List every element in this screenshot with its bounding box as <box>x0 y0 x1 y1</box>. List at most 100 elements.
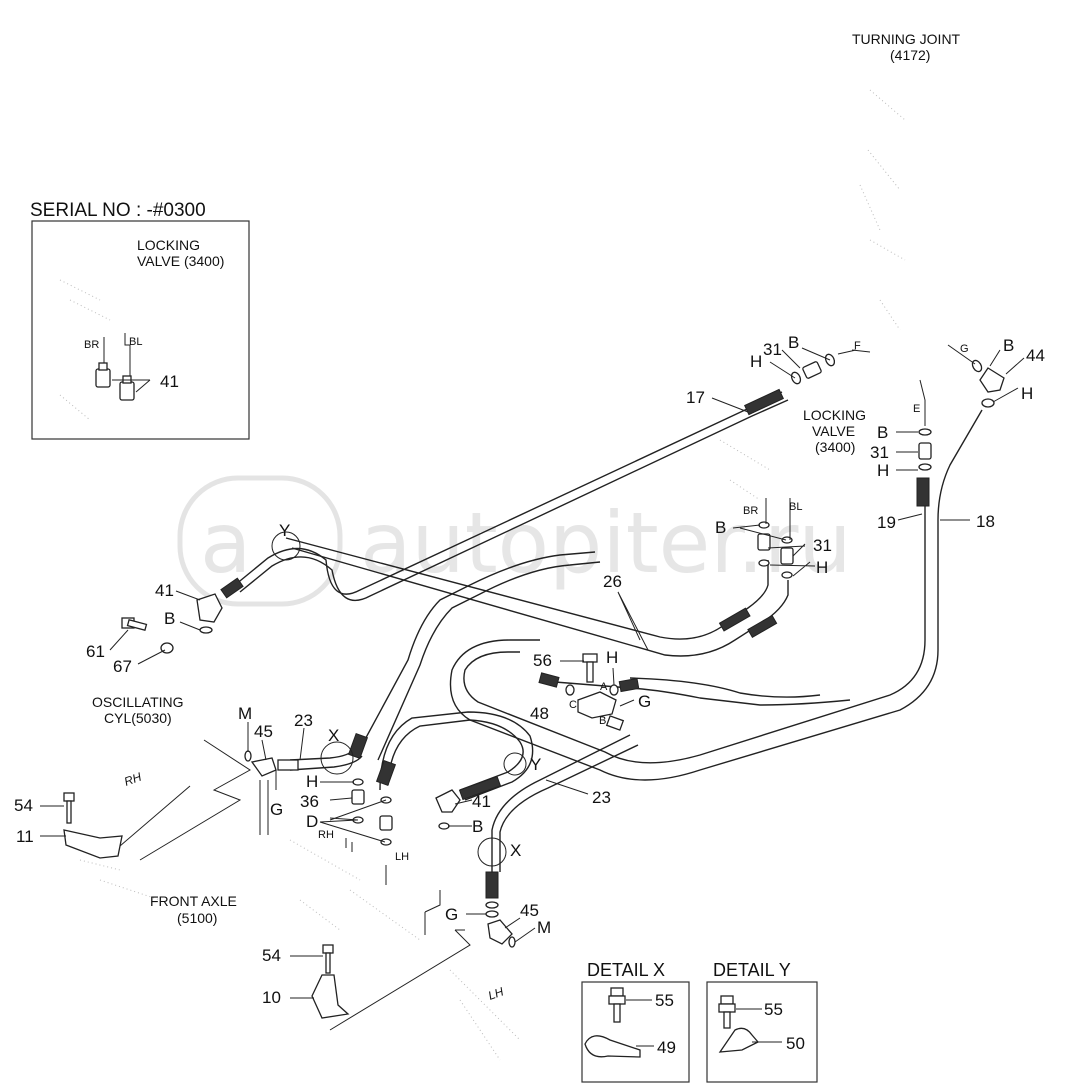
callout-h-mid: H <box>816 558 828 577</box>
callout-41-left: 41 <box>155 581 174 600</box>
callout-h-top: H <box>750 352 762 371</box>
callout-54-top: 54 <box>14 796 33 815</box>
callout-23-right: 23 <box>592 788 611 807</box>
callout-23-left: 23 <box>294 711 313 730</box>
inset-locking-valve-code: VALVE (3400) <box>137 253 224 269</box>
callout-45-left: 45 <box>254 722 273 741</box>
bracket-10 <box>311 974 350 1019</box>
callout-h-valve: H <box>877 461 889 480</box>
fitting-31-top <box>802 361 822 379</box>
callout-19: 19 <box>877 513 896 532</box>
watermark: a autopiter.ru <box>177 475 852 607</box>
port-labels: F G E BR BL A B C RH LH RH LH <box>122 340 968 1003</box>
port-c: C <box>569 699 577 711</box>
inset-locking-valve-label: LOCKING <box>137 237 200 253</box>
fitting-36-left <box>351 789 365 805</box>
callout-31-top: 31 <box>763 340 782 359</box>
fitting-31-right <box>918 442 932 460</box>
callout-d: D <box>306 812 318 831</box>
port-bl: BL <box>789 501 802 513</box>
hose-braid-marks <box>220 388 930 899</box>
callout-g-bottom: G <box>445 905 458 924</box>
front-axle-label: FRONT AXLE <box>150 893 237 909</box>
clamp-49 <box>584 1035 641 1058</box>
oscillating-cyl-label: OSCILLATING <box>92 694 184 710</box>
watermark-badge: a <box>200 494 251 592</box>
serial-label: SERIAL NO : -#0300 <box>30 200 206 221</box>
elbow-45-left <box>250 757 277 777</box>
detail-y-frame <box>706 981 818 1083</box>
elbow-45-lower <box>487 919 513 945</box>
callout-m-left: M <box>238 704 252 723</box>
callout-y-top: Y <box>279 521 290 540</box>
callout-31-mid: 31 <box>813 536 832 555</box>
inset-callout-41: 41 <box>160 372 179 391</box>
bracket-11 <box>63 829 123 859</box>
axle-sketch <box>119 739 471 1031</box>
callout-b-mid: B <box>715 518 726 537</box>
port-g: G <box>960 343 969 355</box>
callout-m-bottom: M <box>537 918 551 937</box>
leader-lines <box>40 344 1025 999</box>
callout-56: 56 <box>533 651 552 670</box>
port-rh: RH <box>318 829 334 841</box>
callout-48: 48 <box>530 704 549 723</box>
detail-y: DETAIL Y 55 50 <box>706 960 818 1083</box>
detail-x-title: DETAIL X <box>587 960 665 980</box>
detail-y-bolt: 55 <box>764 1000 783 1019</box>
detail-markers <box>271 531 527 867</box>
callout-36: 36 <box>300 792 319 811</box>
detail-x-clamp: 49 <box>657 1038 676 1057</box>
inset-frame <box>31 220 250 440</box>
fitting-31-bl <box>780 547 794 565</box>
tee-48 <box>577 691 617 719</box>
callout-26: 26 <box>603 572 622 591</box>
callout-x-lower: X <box>510 841 521 860</box>
elbow-44 <box>979 367 1005 393</box>
callout-11: 11 <box>16 827 34 846</box>
side-mark-lh: LH <box>486 984 506 1003</box>
turning-joint-label: TURNING JOINT <box>852 31 961 47</box>
callouts: 17 31 B H B 44 H B 31 H 19 18 B 31 H 26 … <box>14 333 1045 1007</box>
callout-54-bottom: 54 <box>262 946 281 965</box>
background-context-dots <box>59 89 906 1061</box>
callout-h-lower: H <box>306 772 318 791</box>
serial-inset: SERIAL NO : -#0300 LOCKING VALVE (3400) … <box>30 200 250 440</box>
callout-g-center: G <box>638 692 651 711</box>
clamp-50 <box>718 1027 760 1053</box>
callout-67: 67 <box>113 657 132 676</box>
turning-joint-code: (4172) <box>890 47 930 63</box>
port-br: BR <box>743 505 758 517</box>
elbow-41-lower <box>435 789 461 813</box>
callout-18: 18 <box>976 512 995 531</box>
detail-x-frame <box>581 981 690 1083</box>
callout-41-lower: 41 <box>472 792 491 811</box>
callout-h-center: H <box>606 648 618 667</box>
elbow-41-left <box>196 593 223 623</box>
callout-61: 61 <box>86 642 105 661</box>
port-f: F <box>854 340 861 352</box>
callout-h-top-right: H <box>1021 384 1033 403</box>
port-e: E <box>913 403 920 415</box>
callout-44: 44 <box>1026 346 1045 365</box>
callout-b-top-right: B <box>1003 336 1014 355</box>
inset-elbow-fitting-left <box>95 362 111 388</box>
callout-17: 17 <box>686 388 705 407</box>
port-b: B <box>599 715 606 727</box>
port-a: A <box>600 681 608 693</box>
callout-b-top: B <box>788 333 799 352</box>
hoses <box>234 391 983 872</box>
fitting-36-right <box>379 815 393 831</box>
fittings <box>63 353 1005 1019</box>
detail-y-title: DETAIL Y <box>713 960 791 980</box>
callout-31-valve: 31 <box>870 443 889 462</box>
callout-b-valve: B <box>877 423 888 442</box>
locking-valve-code: (3400) <box>815 439 855 455</box>
locking-valve-label: LOCKING <box>803 407 866 423</box>
front-axle-code: (5100) <box>177 910 217 926</box>
side-mark-rh: RH <box>122 770 143 789</box>
detail-x-bolt: 55 <box>655 991 674 1010</box>
callout-10: 10 <box>262 988 281 1007</box>
port-lh: LH <box>395 851 409 863</box>
